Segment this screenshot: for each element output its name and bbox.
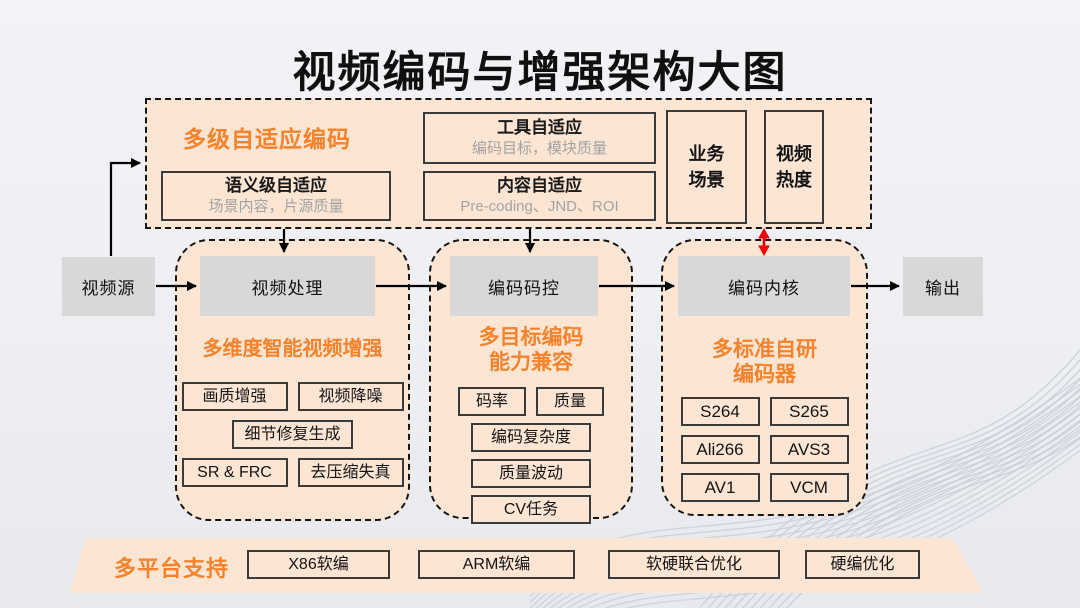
semantic-adaptive-box: 语义级自适应 场景内容，片源质量 <box>161 171 391 221</box>
chip-x86-soft-encode: X86软编 <box>247 550 390 579</box>
chip-av1: AV1 <box>680 473 760 502</box>
chip-cv-task: CV任务 <box>471 495 591 524</box>
codec-chips: S264 S265 Ali266 AVS3 AV1 VCM <box>663 397 866 502</box>
chip-arm-soft-encode: ARM软编 <box>418 550 575 579</box>
enhancement-column-label: 多维度智能视频增强 <box>202 338 383 360</box>
codec-column-label: 多标准自研 编码器 <box>712 338 817 387</box>
tool-adaptive-subtitle: 编码目标，模块质量 <box>471 140 607 158</box>
content-adaptive-box: 内容自适应 Pre-coding、JND、ROI <box>423 171 656 221</box>
chip-image-quality-enhance: 画质增强 <box>181 382 288 411</box>
video-heat-box: 视频热度 <box>764 110 824 224</box>
chip-s265: S265 <box>769 397 849 426</box>
arrow-source-feed-to-panel <box>109 158 141 256</box>
chip-hw-sw-joint-optimization: 软硬联合优化 <box>608 550 780 579</box>
tool-adaptive-box: 工具自适应 编码目标，模块质量 <box>423 112 656 164</box>
rate-control-column-label: 多目标编码 能力兼容 <box>478 326 584 375</box>
chip-decompression-artifact: 去压缩失真 <box>297 458 404 487</box>
content-adaptive-title: 内容自适应 <box>497 176 582 196</box>
chip-avs3: AVS3 <box>769 435 849 464</box>
rate-control-chips: 码率 质量 编码复杂度 质量波动 CV任务 <box>431 387 631 524</box>
stage-video-processing: 视频处理 <box>200 256 375 316</box>
chip-hw-encode-optimization: 硬编优化 <box>805 550 920 579</box>
tool-adaptive-title: 工具自适应 <box>497 118 582 138</box>
platform-support-label: 多平台支持 <box>114 556 230 581</box>
output-box: 输出 <box>903 257 983 316</box>
page-title: 视频编码与增强架构大图 <box>292 49 788 97</box>
video-source-box: 视频源 <box>62 257 155 316</box>
adaptive-coding-label: 多级自适应编码 <box>183 126 351 152</box>
adaptive-coding-panel: 多级自适应编码 语义级自适应 场景内容，片源质量 工具自适应 编码目标，模块质量… <box>145 98 872 229</box>
platform-support-strip: 多平台支持 X86软编 ARM软编 软硬联合优化 硬编优化 <box>69 538 984 593</box>
chip-video-denoise: 视频降噪 <box>297 382 404 411</box>
chip-quality: 质量 <box>536 387 604 416</box>
stage-encoder-core: 编码内核 <box>678 256 850 316</box>
chip-s264: S264 <box>680 397 760 426</box>
business-scenario-box: 业务场景 <box>666 110 747 224</box>
stage-rate-control: 编码码控 <box>450 256 598 316</box>
chip-quality-fluctuation: 质量波动 <box>471 459 591 488</box>
chip-sr-frc: SR & FRC <box>181 458 288 487</box>
chip-vcm: VCM <box>769 473 849 502</box>
content-adaptive-subtitle: Pre-coding、JND、ROI <box>460 198 619 216</box>
chip-bitrate: 码率 <box>458 387 526 416</box>
chip-encoding-complexity: 编码复杂度 <box>471 423 591 452</box>
chip-detail-restore-generate: 细节修复生成 <box>232 420 353 449</box>
semantic-adaptive-subtitle: 场景内容，片源质量 <box>208 198 344 216</box>
chip-ali266: Ali266 <box>680 435 760 464</box>
semantic-adaptive-title: 语义级自适应 <box>225 176 327 196</box>
enhancement-chips: 画质增强 视频降噪 细节修复生成 SR & FRC 去压缩失真 <box>177 382 408 487</box>
